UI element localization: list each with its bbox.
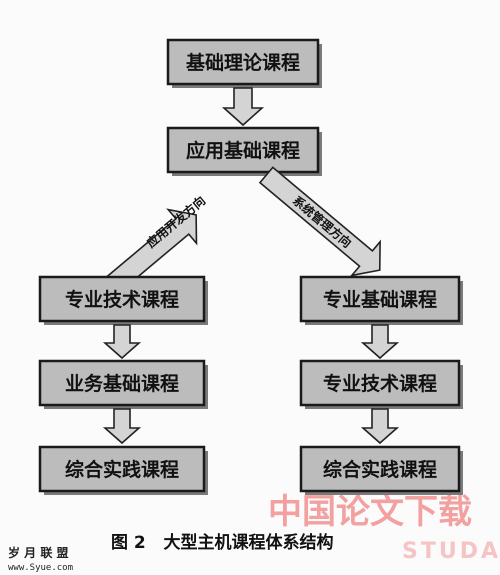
- box-theory-foundation: 基础理论课程: [166, 38, 322, 88]
- arrow-down-1: [221, 87, 265, 127]
- arrow-left-down-1: [102, 324, 142, 360]
- figure-caption: 图 2 大型主机课程体系结构: [111, 532, 334, 553]
- box-left-comprehensive-practice-label: 综合实践课程: [65, 458, 179, 481]
- box-left-professional-tech: 专业技术课程: [38, 275, 208, 325]
- box-right-comprehensive-practice-label: 综合实践课程: [323, 458, 437, 481]
- arrow-left-down-2: [102, 408, 142, 445]
- arrow-right-down-1: [360, 324, 400, 360]
- box-left-comprehensive-practice: 综合实践课程: [38, 445, 208, 495]
- box-right-professional-tech: 专业技术课程: [299, 359, 463, 409]
- box-left-professional-tech-label: 专业技术课程: [65, 288, 179, 311]
- box-right-comprehensive-practice: 综合实践课程: [299, 445, 463, 495]
- arrow-right-down-2: [360, 408, 400, 445]
- arrow-branch-right: [258, 166, 381, 277]
- box-right-professional-foundation: 专业基础课程: [299, 275, 463, 325]
- box-right-professional-foundation-label: 专业基础课程: [323, 288, 437, 311]
- box-theory-foundation-label: 基础理论课程: [185, 51, 300, 74]
- box-left-business-foundation-label: 业务基础课程: [65, 372, 179, 395]
- watermark-site-url: www.Syue.com: [8, 563, 73, 573]
- watermark-en: STUDA.: [402, 539, 500, 564]
- watermark-cn: 中国论文下载: [268, 492, 472, 532]
- box-applied-foundation-label: 应用基础课程: [186, 139, 300, 162]
- box-applied-foundation: 应用基础课程: [166, 126, 322, 176]
- branch-right-label: 系统管理方向: [290, 193, 355, 251]
- box-left-business-foundation: 业务基础课程: [38, 359, 208, 409]
- box-right-professional-tech-label: 专业技术课程: [323, 372, 437, 395]
- watermark-site-cn: 岁 月 联 盟: [8, 545, 69, 560]
